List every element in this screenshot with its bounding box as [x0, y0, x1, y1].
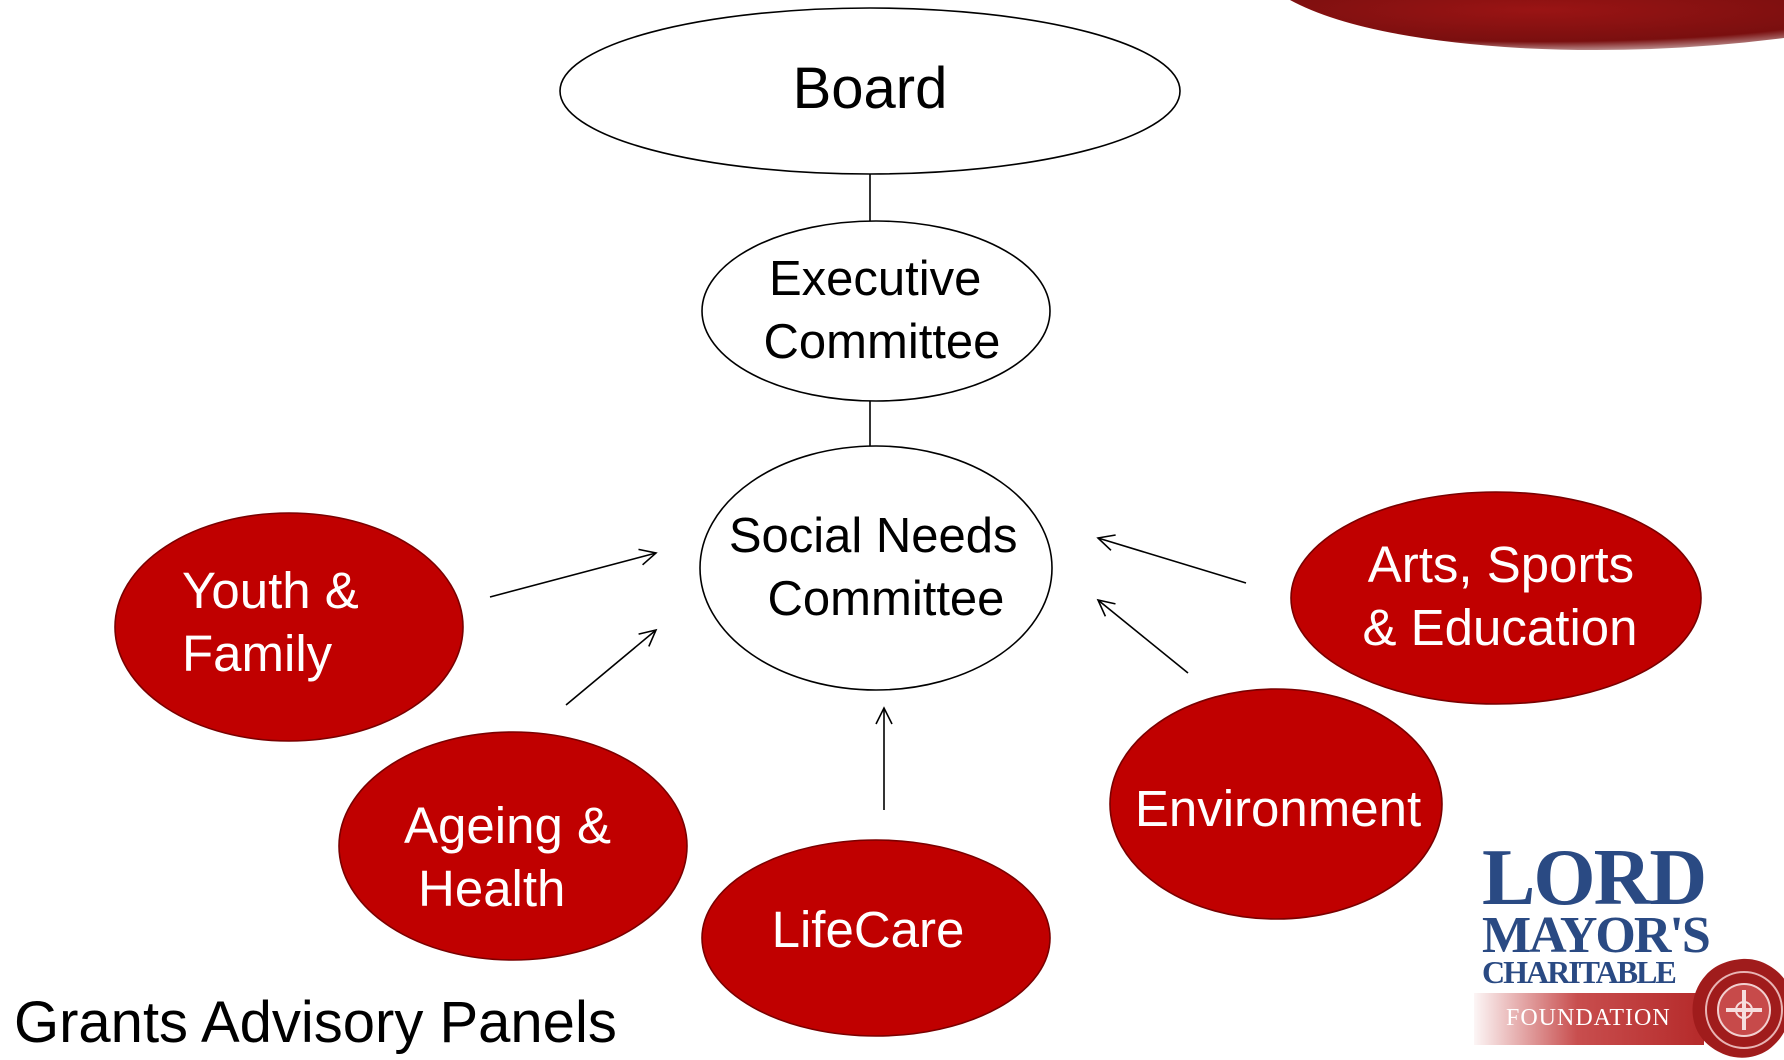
arrow-environment-to-social: [1096, 598, 1189, 674]
logo-line-foundation: FOUNDATION: [1506, 1005, 1671, 1031]
corner-decoration: [1290, 0, 1784, 51]
node-social-needs-committee: Social Needs Committee: [699, 445, 1053, 691]
arrow-youth-to-social: [489, 548, 658, 598]
node-executive-label: Executive Committee: [764, 252, 1001, 369]
node-arts-sports-education: Arts, Sports & Education: [1290, 491, 1702, 705]
node-lifecare-label: LifeCare: [772, 901, 965, 958]
node-lifecare: LifeCare: [701, 839, 1051, 1037]
logo-line-mayors: MAYOR'S: [1482, 907, 1711, 964]
arrow-ageing-to-social: [565, 628, 658, 706]
node-ageing-health: Ageing & Health: [338, 731, 688, 961]
grants-advisory-panels-caption: Grants Advisory Panels: [14, 990, 617, 1055]
lord-mayors-charitable-foundation-logo: LORD MAYOR'S CHARITABLE FOUNDATION: [1474, 838, 1784, 1059]
node-environment-label: Environment: [1135, 780, 1421, 837]
node-environment: Environment: [1109, 688, 1443, 920]
node-ageing-health-label: Ageing & Health: [404, 797, 625, 917]
node-board-label: Board: [793, 56, 948, 121]
logo-foundation-band: [1474, 993, 1704, 1045]
node-youth-family: Youth & Family: [114, 512, 464, 742]
node-board: Board: [559, 7, 1181, 175]
node-social-needs-label: Social Needs Committee: [729, 509, 1031, 626]
logo-line-lord: LORD: [1482, 834, 1707, 922]
wax-seal-icon: [1692, 958, 1784, 1058]
node-youth-family-label: Youth & Family: [182, 562, 373, 682]
arrow-arts-to-social: [1096, 534, 1247, 584]
logo-line-charitable: CHARITABLE: [1482, 954, 1677, 990]
node-executive-committee: Executive Committee: [701, 220, 1051, 402]
node-arts-sports-label: Arts, Sports & Education: [1362, 536, 1648, 656]
